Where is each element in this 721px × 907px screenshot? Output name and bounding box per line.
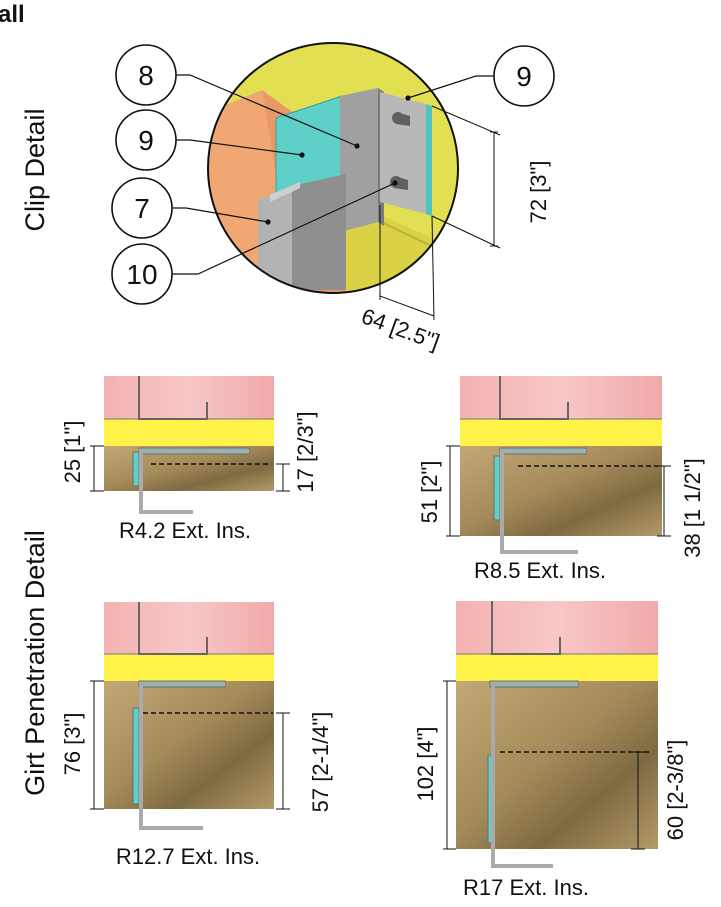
callout-7: 7 xyxy=(111,177,271,239)
girt-panel-1-caption: R4.2 Ext. Ins. xyxy=(119,518,251,543)
girt-panel-2-dim-left: 51 [2"] xyxy=(417,461,442,524)
girt-panel-4-caption: R17 Ext. Ins. xyxy=(463,875,589,900)
callout-8: 8 xyxy=(115,44,360,149)
clip-detail-title: Clip Detail xyxy=(20,108,50,231)
callout-10: 10 xyxy=(111,180,398,305)
svg-text:9: 9 xyxy=(516,61,532,92)
clip-dim-width xyxy=(379,205,435,321)
callout-9-left: 9 xyxy=(115,109,305,171)
girt-panel-2-caption: R8.5 Ext. Ins. xyxy=(474,558,606,583)
svg-text:9: 9 xyxy=(138,125,154,156)
header-fragment: all xyxy=(0,1,25,28)
girt-panel-r12-7: 76 [3"] 57 [2-1/4"] R12.7 Ext. Ins. xyxy=(60,602,333,869)
svg-text:10: 10 xyxy=(126,259,157,290)
svg-text:7: 7 xyxy=(134,193,150,224)
girt-panel-r4-2: 25 [1"] 17 [2/3"] R4.2 Ext. Ins. xyxy=(60,376,318,543)
girt-panel-4-dim-left: 102 [4"] xyxy=(413,726,438,801)
clip-dim-height-label: 72 [3"] xyxy=(526,161,551,224)
girt-panel-r8-5: 51 [2"] 38 [1 1/2"] R8.5 Ext. Ins. xyxy=(417,376,705,583)
callout-9-right: 9 xyxy=(405,45,555,107)
girt-panel-3-caption: R12.7 Ext. Ins. xyxy=(116,844,260,869)
girt-panel-3-dim-right: 57 [2-1/4"] xyxy=(308,712,333,813)
clip-dim-height xyxy=(431,105,501,249)
girt-panel-1-dim-left: 25 [1"] xyxy=(60,421,85,484)
clip-dim-width-label: 64 [2.5"] xyxy=(358,303,443,354)
girt-panel-3-dim-left: 76 [3"] xyxy=(60,713,85,776)
girt-detail-title: Girt Penetration Detail xyxy=(20,530,50,796)
girt-panel-1-dim-right: 17 [2/3"] xyxy=(293,411,318,492)
girt-panel-r17: 102 [4"] 60 [2-3/8"] R17 Ext. Ins. xyxy=(413,601,688,900)
girt-panel-2-dim-right: 38 [1 1/2"] xyxy=(680,458,705,558)
svg-text:8: 8 xyxy=(138,60,154,91)
girt-panel-4-dim-right: 60 [2-3/8"] xyxy=(663,740,688,841)
clip-detail-circle xyxy=(207,42,459,294)
